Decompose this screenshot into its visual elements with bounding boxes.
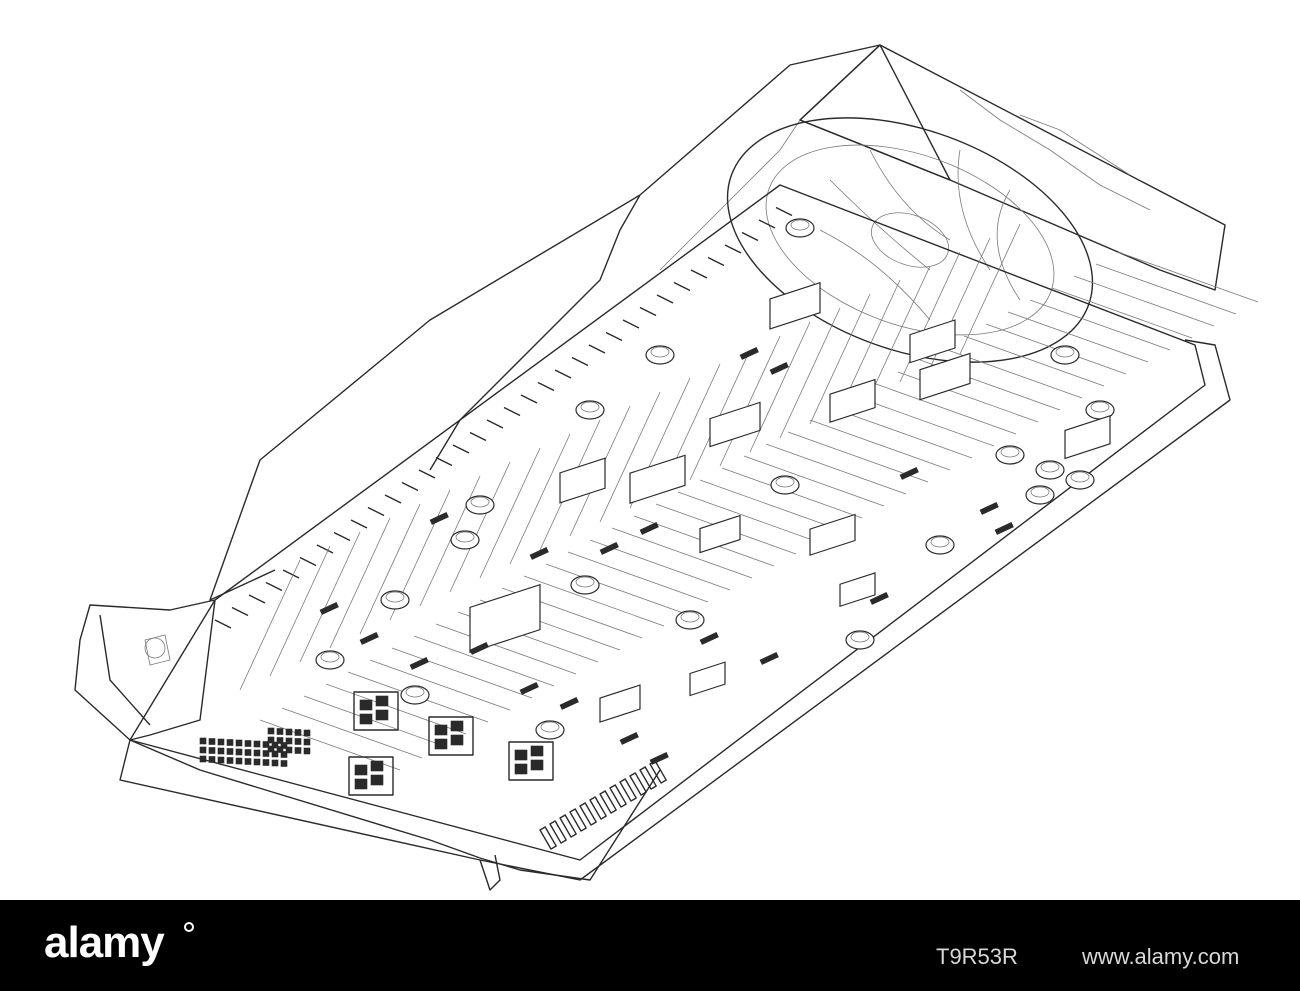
alamy-logo: alamy: [44, 918, 165, 967]
pcie-connector: [129, 739, 667, 881]
heatsink-fins: [214, 206, 793, 629]
alamy-logo-mark: [184, 922, 194, 932]
graphics-card-drawing: [74, 44, 1259, 891]
io-bracket: [74, 599, 216, 741]
pcb-components: [199, 218, 1115, 796]
image-id: T9R53R: [936, 944, 1018, 969]
watermark-bar: alamy T9R53R www.alamy.com: [0, 900, 1300, 991]
site-url: www.alamy.com: [1082, 944, 1240, 969]
fan: [726, 117, 1094, 363]
